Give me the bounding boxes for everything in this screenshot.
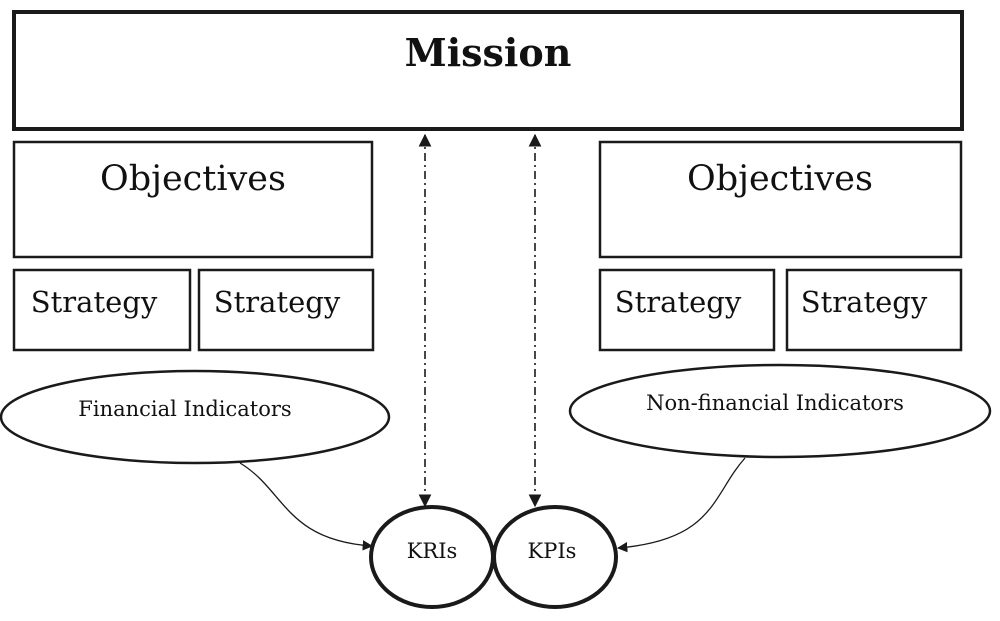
right-strategy-label-2: Strategy [801,285,928,319]
mission-label: Mission [405,30,572,75]
right-strategy-box-2: Strategy [785,268,963,352]
right-strategy-box-1: Strategy [598,268,776,352]
non-financial-indicators-label: Non-financial Indicators [646,391,904,415]
financial-indicators-ellipse: Financial Indicators [0,369,391,465]
left-objectives-box: Objectives [12,140,374,259]
mission-box: Mission [12,10,964,131]
left-strategy-label-2: Strategy [214,285,341,319]
non-financial-indicators-ellipse: Non-financial Indicators [568,363,992,459]
left-objectives-label: Objectives [100,159,286,199]
kpis-circle: KPIs [492,505,618,609]
right-objectives-label: Objectives [687,159,873,199]
financial-to-kri-connector [239,462,374,551]
kris-circle: KRIs [369,505,495,609]
financial-indicators-label: Financial Indicators [78,397,291,421]
left-strategy-label-1: Strategy [31,285,158,319]
nonfinancial-to-kpi-connector [616,457,746,553]
right-strategy-label-1: Strategy [615,285,742,319]
kris-label: KRIs [407,539,458,563]
left-strategy-box-1: Strategy [12,268,192,352]
left-strategy-box-2: Strategy [197,268,375,352]
right-objectives-box: Objectives [598,140,963,259]
kpis-label: KPIs [528,539,577,563]
